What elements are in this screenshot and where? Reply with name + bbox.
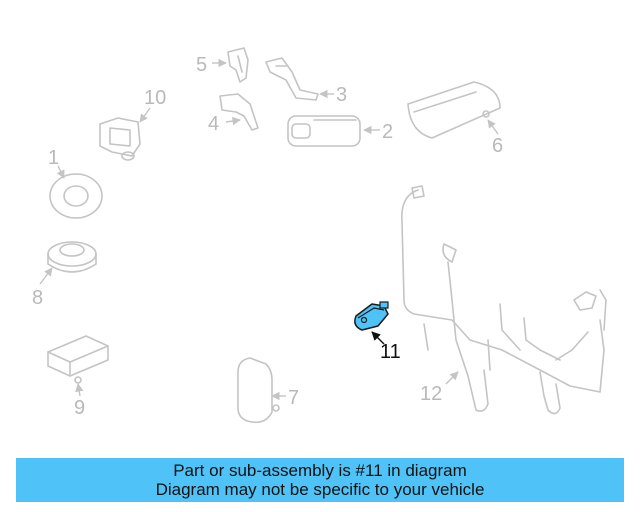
part-6-airbag-cover[interactable] — [407, 81, 501, 139]
callout-2: 2 — [382, 121, 393, 143]
part-10-sensor[interactable] — [99, 107, 151, 161]
part-5-bracket[interactable] — [212, 47, 249, 83]
callout-1: 1 — [48, 147, 59, 169]
info-banner: Part or sub-assembly is #11 in diagram D… — [16, 458, 624, 502]
callout-7: 7 — [288, 387, 299, 409]
part-4-bracket[interactable] — [219, 93, 259, 131]
part-7-side-airbag[interactable] — [237, 357, 286, 424]
banner-line-1: Part or sub-assembly is #11 in diagram — [173, 461, 467, 480]
part-12-wiring-harness[interactable] — [401, 185, 607, 415]
callout-12: 12 — [420, 383, 442, 405]
part-1-steering-airbag[interactable] — [49, 165, 103, 219]
part-11-sensor-highlighted[interactable] — [354, 301, 389, 345]
callout-10: 10 — [144, 87, 166, 109]
callout-5: 5 — [196, 54, 207, 76]
callout-9: 9 — [74, 397, 85, 419]
callout-11: 11 — [380, 341, 401, 363]
banner-line-2: Diagram may not be specific to your vehi… — [155, 480, 485, 499]
part-3-bracket[interactable] — [265, 57, 334, 101]
callout-4: 4 — [208, 113, 219, 135]
callout-3: 3 — [336, 84, 347, 106]
part-9-control-module[interactable] — [47, 335, 109, 397]
parts-diagram: 5 3 4 10 2 6 1 — [32, 47, 607, 424]
callout-8: 8 — [32, 287, 43, 309]
callout-6: 6 — [492, 135, 503, 157]
part-8-clock-spring[interactable] — [39, 241, 97, 285]
part-2-airbag-module[interactable] — [287, 115, 380, 147]
